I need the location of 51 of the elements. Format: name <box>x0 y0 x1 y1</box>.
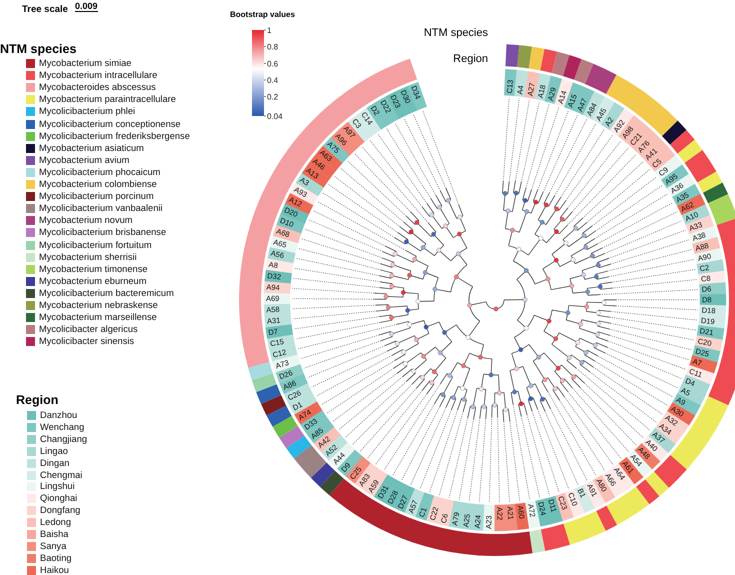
legend-label: Baoting <box>40 552 72 564</box>
tick-label: 0.2 <box>267 92 278 102</box>
legend-label: Mycolicibacterium frederiksbergense <box>39 130 190 142</box>
ring-label: Region <box>452 53 488 65</box>
legend-heading: NTM species <box>0 42 76 56</box>
legend-label: Mycolicibacterium brisbanense <box>39 227 166 238</box>
legend-label: Qionghai <box>40 493 78 504</box>
legend-label: Lingshui <box>40 481 75 492</box>
legend-label: Mycolicibacter algericus <box>39 324 138 336</box>
legend-heading: Region <box>16 393 58 407</box>
legend-label: Mycolicibacterium bacteremicum <box>39 288 174 299</box>
legend-label: Mycolicibacterium conceptionense <box>39 118 181 130</box>
tick-label: 0.8 <box>267 42 278 52</box>
tree-scale-label: Tree scale <box>22 4 68 15</box>
legend-label: Mycobacterium nebraskense <box>39 300 158 311</box>
legend-label: Mycobacterium colombiense <box>39 179 157 190</box>
legend-label: Mycolicibacter sinensis <box>39 336 134 348</box>
legend-label: Mycolicibacterium vanbaalenii <box>39 203 162 214</box>
legend-label: Mycobacteroides abscessus <box>39 82 156 94</box>
tick-label: 0.04 <box>267 112 283 121</box>
legend-label: Chengmai <box>40 470 82 480</box>
legend-label: Mycolicibacterium fortuitum <box>39 240 152 250</box>
legend-label: Mycobacterium paraintracellulare <box>39 94 176 106</box>
legend-label: Mycobacterium novum <box>39 215 133 226</box>
legend-label: Sanya <box>40 540 66 552</box>
color-scale-title: Bootstrap values <box>230 10 295 19</box>
legend-label: Dongfang <box>40 505 80 516</box>
legend-label: Mycolicibacterium porcinum <box>39 191 154 202</box>
legend-label: Mycolicibacterium phocaicum <box>39 166 160 178</box>
legend-label: Lingao <box>40 446 68 457</box>
legend-label: Mycobacterium simiae <box>39 58 132 69</box>
legend-label: Mycobacterium marseillense <box>39 312 157 324</box>
ring-label: NTM species <box>422 27 488 39</box>
legend-label: Changjiang <box>40 434 88 445</box>
legend-label: Mycobacterium asiaticum <box>39 142 144 154</box>
legend-label: Baisha <box>40 529 68 540</box>
legend-label: Wenchang <box>40 422 84 433</box>
tick-label: 0.6 <box>267 59 278 68</box>
legend-label: Mycolicibacterium phlei <box>39 106 136 118</box>
legend-label: Danzhou <box>40 410 78 421</box>
legend-label: Mycobacterium avium <box>39 154 130 166</box>
legend-label: Dingan <box>40 458 70 469</box>
legend-label: Mycobacterium eburneum <box>39 276 146 287</box>
legend-label: Mycobacterium timonense <box>39 264 148 275</box>
legend-label: Mycobacterium sherrisii <box>39 252 137 263</box>
tick-label: 1 <box>267 26 272 35</box>
scale-value: 0.009 <box>75 1 98 12</box>
legend-label: Haikou <box>40 564 69 575</box>
legend-label: Mycobacterium intracellulare <box>39 70 158 82</box>
legend-label: Ledong <box>40 517 72 528</box>
tick-label: 0.4 <box>267 76 278 85</box>
